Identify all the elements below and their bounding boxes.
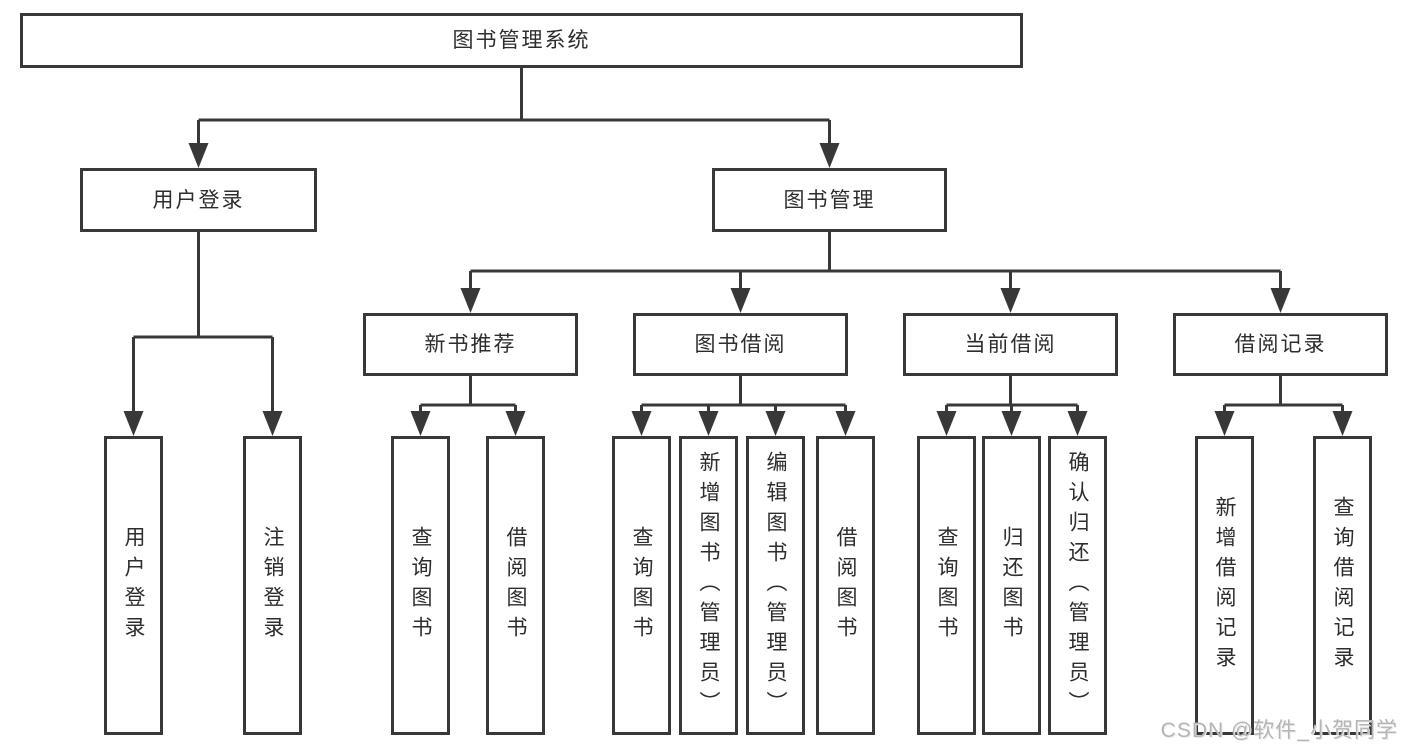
leaf-logout: 注销登录 <box>243 436 302 735</box>
leaf-query-books-rec: 查询图书 <box>391 436 450 735</box>
leaf-borrow-books-rec: 借阅图书 <box>486 436 545 735</box>
node-book-borrowing: 图书借阅 <box>633 313 848 376</box>
leaf-edit-books-admin: 编辑图书（管理员） <box>746 436 805 735</box>
leaf-confirm-return-admin: 确认归还（管理员） <box>1048 436 1107 735</box>
node-borrowing-records: 借阅记录 <box>1173 313 1388 376</box>
leaf-add-books-admin: 新增图书（管理员） <box>679 436 738 735</box>
leaf-query-books-current: 查询图书 <box>917 436 976 735</box>
csdn-watermark: CSDN @软件_小贺同学 <box>1160 719 1398 742</box>
node-current-borrowing: 当前借阅 <box>903 313 1118 376</box>
node-root-system: 图书管理系统 <box>20 13 1023 68</box>
leaf-user-login: 用户登录 <box>104 436 163 735</box>
leaf-borrow-books: 借阅图书 <box>816 436 875 735</box>
node-user-login: 用户登录 <box>80 168 317 232</box>
node-new-book-recommendation: 新书推荐 <box>363 313 578 376</box>
leaf-return-books: 归还图书 <box>982 436 1041 735</box>
leaf-query-borrow-record: 查询借阅记录 <box>1313 436 1372 735</box>
leaf-query-books-borrow: 查询图书 <box>612 436 671 735</box>
node-book-management: 图书管理 <box>712 168 947 232</box>
leaf-add-borrow-record: 新增借阅记录 <box>1195 436 1254 735</box>
